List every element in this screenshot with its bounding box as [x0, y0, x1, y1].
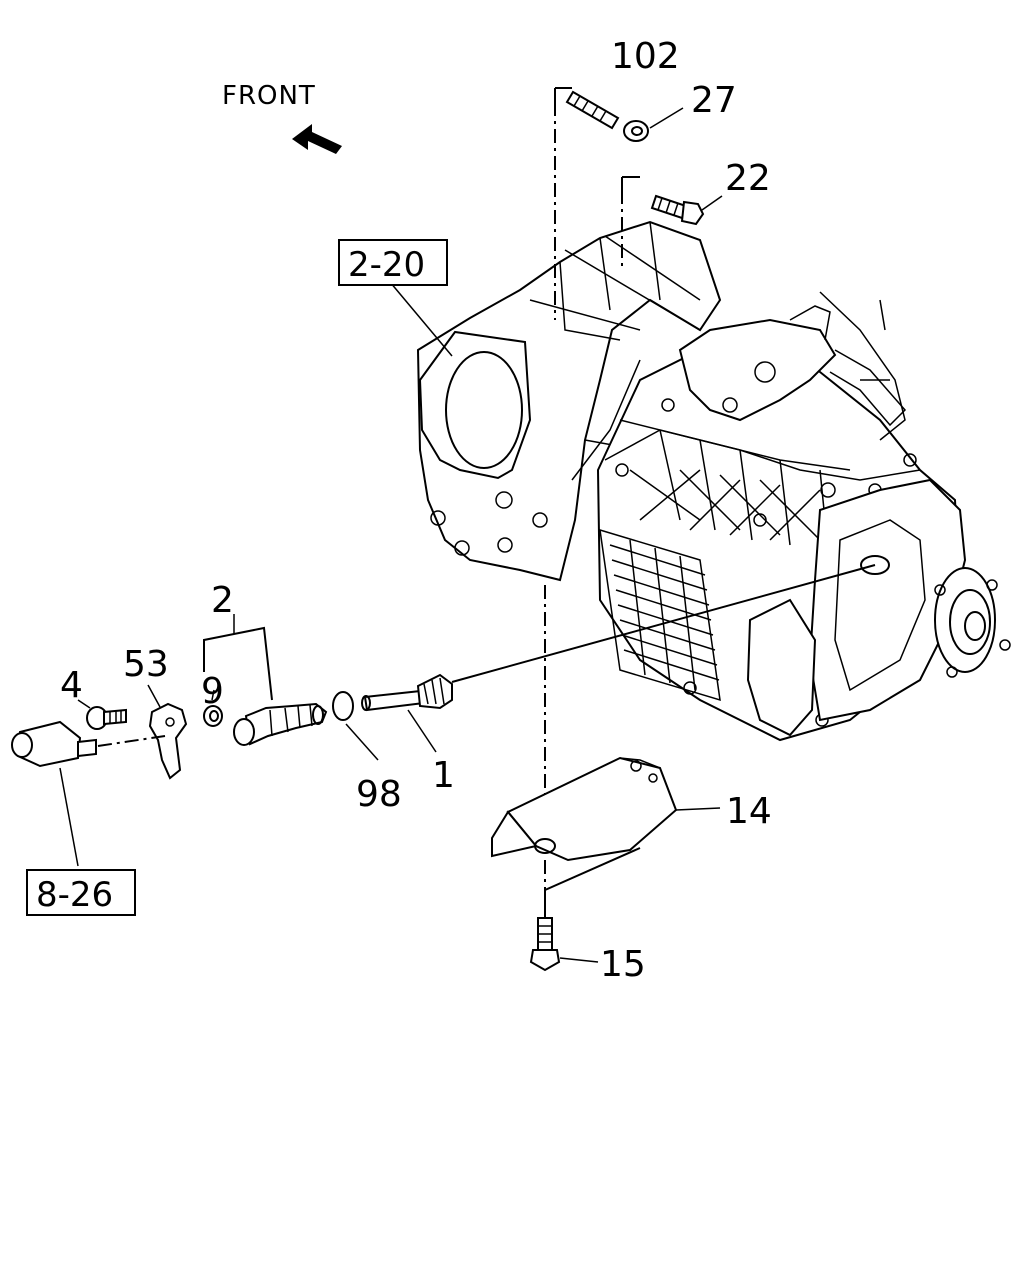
label-53: 53	[123, 644, 169, 685]
speed-sensor-2	[233, 702, 328, 746]
front-arrow-icon	[292, 124, 342, 154]
label-27: 27	[691, 80, 737, 121]
label-9: 9	[201, 671, 224, 712]
reference-label-2-20: 2-20	[348, 245, 425, 285]
reference-label-8-26: 8-26	[36, 875, 113, 915]
plate-53	[148, 702, 188, 780]
label-102: 102	[611, 36, 680, 77]
label-14: 14	[726, 791, 772, 832]
nut-27	[623, 120, 649, 142]
reference-box-2-20: 2-20	[338, 239, 448, 286]
bolt-15	[529, 917, 561, 972]
driven-gear-shaft-1	[361, 673, 453, 712]
label-98: 98	[356, 774, 402, 815]
bolt-4	[86, 706, 127, 730]
under-cover-14	[491, 756, 678, 862]
label-22: 22	[725, 158, 771, 199]
connector-8-26	[11, 720, 97, 768]
label-4: 4	[60, 665, 83, 706]
label-1: 1	[432, 755, 455, 796]
transmission-assembly	[416, 220, 1011, 742]
o-ring-98	[332, 691, 354, 721]
label-15: 15	[600, 944, 646, 985]
seal-9	[203, 705, 223, 727]
label-2: 2	[211, 580, 234, 621]
stud-bolt-102	[565, 90, 620, 130]
reference-box-8-26: 8-26	[26, 869, 136, 916]
front-label: FRONT	[222, 81, 316, 111]
bolt-22	[650, 194, 705, 226]
